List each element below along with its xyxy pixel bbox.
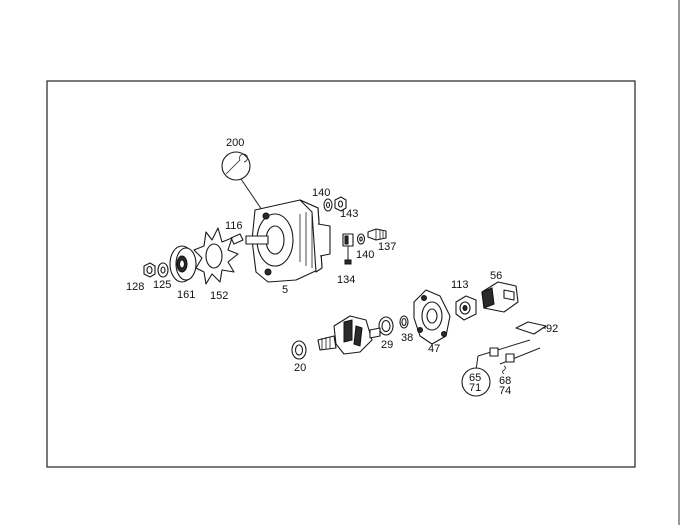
label-47: 47 xyxy=(428,343,440,355)
tool-symbol-200 xyxy=(221,151,263,211)
fan-152 xyxy=(193,227,239,285)
ring-38 xyxy=(399,315,409,329)
rotor-assembly xyxy=(317,315,381,355)
label-125: 125 xyxy=(153,279,171,291)
label-143: 143 xyxy=(340,208,358,220)
label-116: 116 xyxy=(225,220,243,232)
label-113: 113 xyxy=(451,279,469,291)
alternator-housing-5 xyxy=(245,199,331,283)
label-161: 161 xyxy=(177,289,195,301)
label-92: 92 xyxy=(546,323,558,335)
washer-140-middle xyxy=(356,233,366,245)
label-29: 29 xyxy=(381,339,393,351)
gasket-92 xyxy=(515,321,547,335)
brush-wires xyxy=(475,339,541,375)
bolt-137 xyxy=(367,228,387,241)
nut-128 xyxy=(143,262,156,278)
pulley-161 xyxy=(169,245,197,283)
label-74: 74 xyxy=(499,385,511,397)
label-134: 134 xyxy=(337,274,355,286)
label-38: 38 xyxy=(401,332,413,344)
bearing-20 xyxy=(291,340,307,360)
key-116 xyxy=(230,233,244,245)
label-5: 5 xyxy=(282,284,288,296)
label-20: 20 xyxy=(294,362,306,374)
label-140-middle: 140 xyxy=(356,249,374,261)
label-140-top: 140 xyxy=(312,187,330,199)
washer-140-top xyxy=(323,198,333,212)
reference-circle-65-71 xyxy=(461,367,491,397)
washer-125 xyxy=(157,262,169,278)
label-71: 71 xyxy=(469,382,481,394)
label-200: 200 xyxy=(226,137,244,149)
terminal-134 xyxy=(342,233,354,265)
regulator-56 xyxy=(481,281,519,313)
brush-holder-113 xyxy=(455,295,477,321)
end-housing-47 xyxy=(413,289,451,345)
label-56: 56 xyxy=(490,270,502,282)
diagram-frame xyxy=(46,80,636,468)
label-128: 128 xyxy=(126,281,144,293)
label-65: 65 xyxy=(469,372,481,384)
label-68: 68 xyxy=(499,375,511,387)
label-137: 137 xyxy=(378,241,396,253)
nut-143 xyxy=(334,196,347,212)
bearing-29 xyxy=(378,316,394,336)
label-152: 152 xyxy=(210,290,228,302)
